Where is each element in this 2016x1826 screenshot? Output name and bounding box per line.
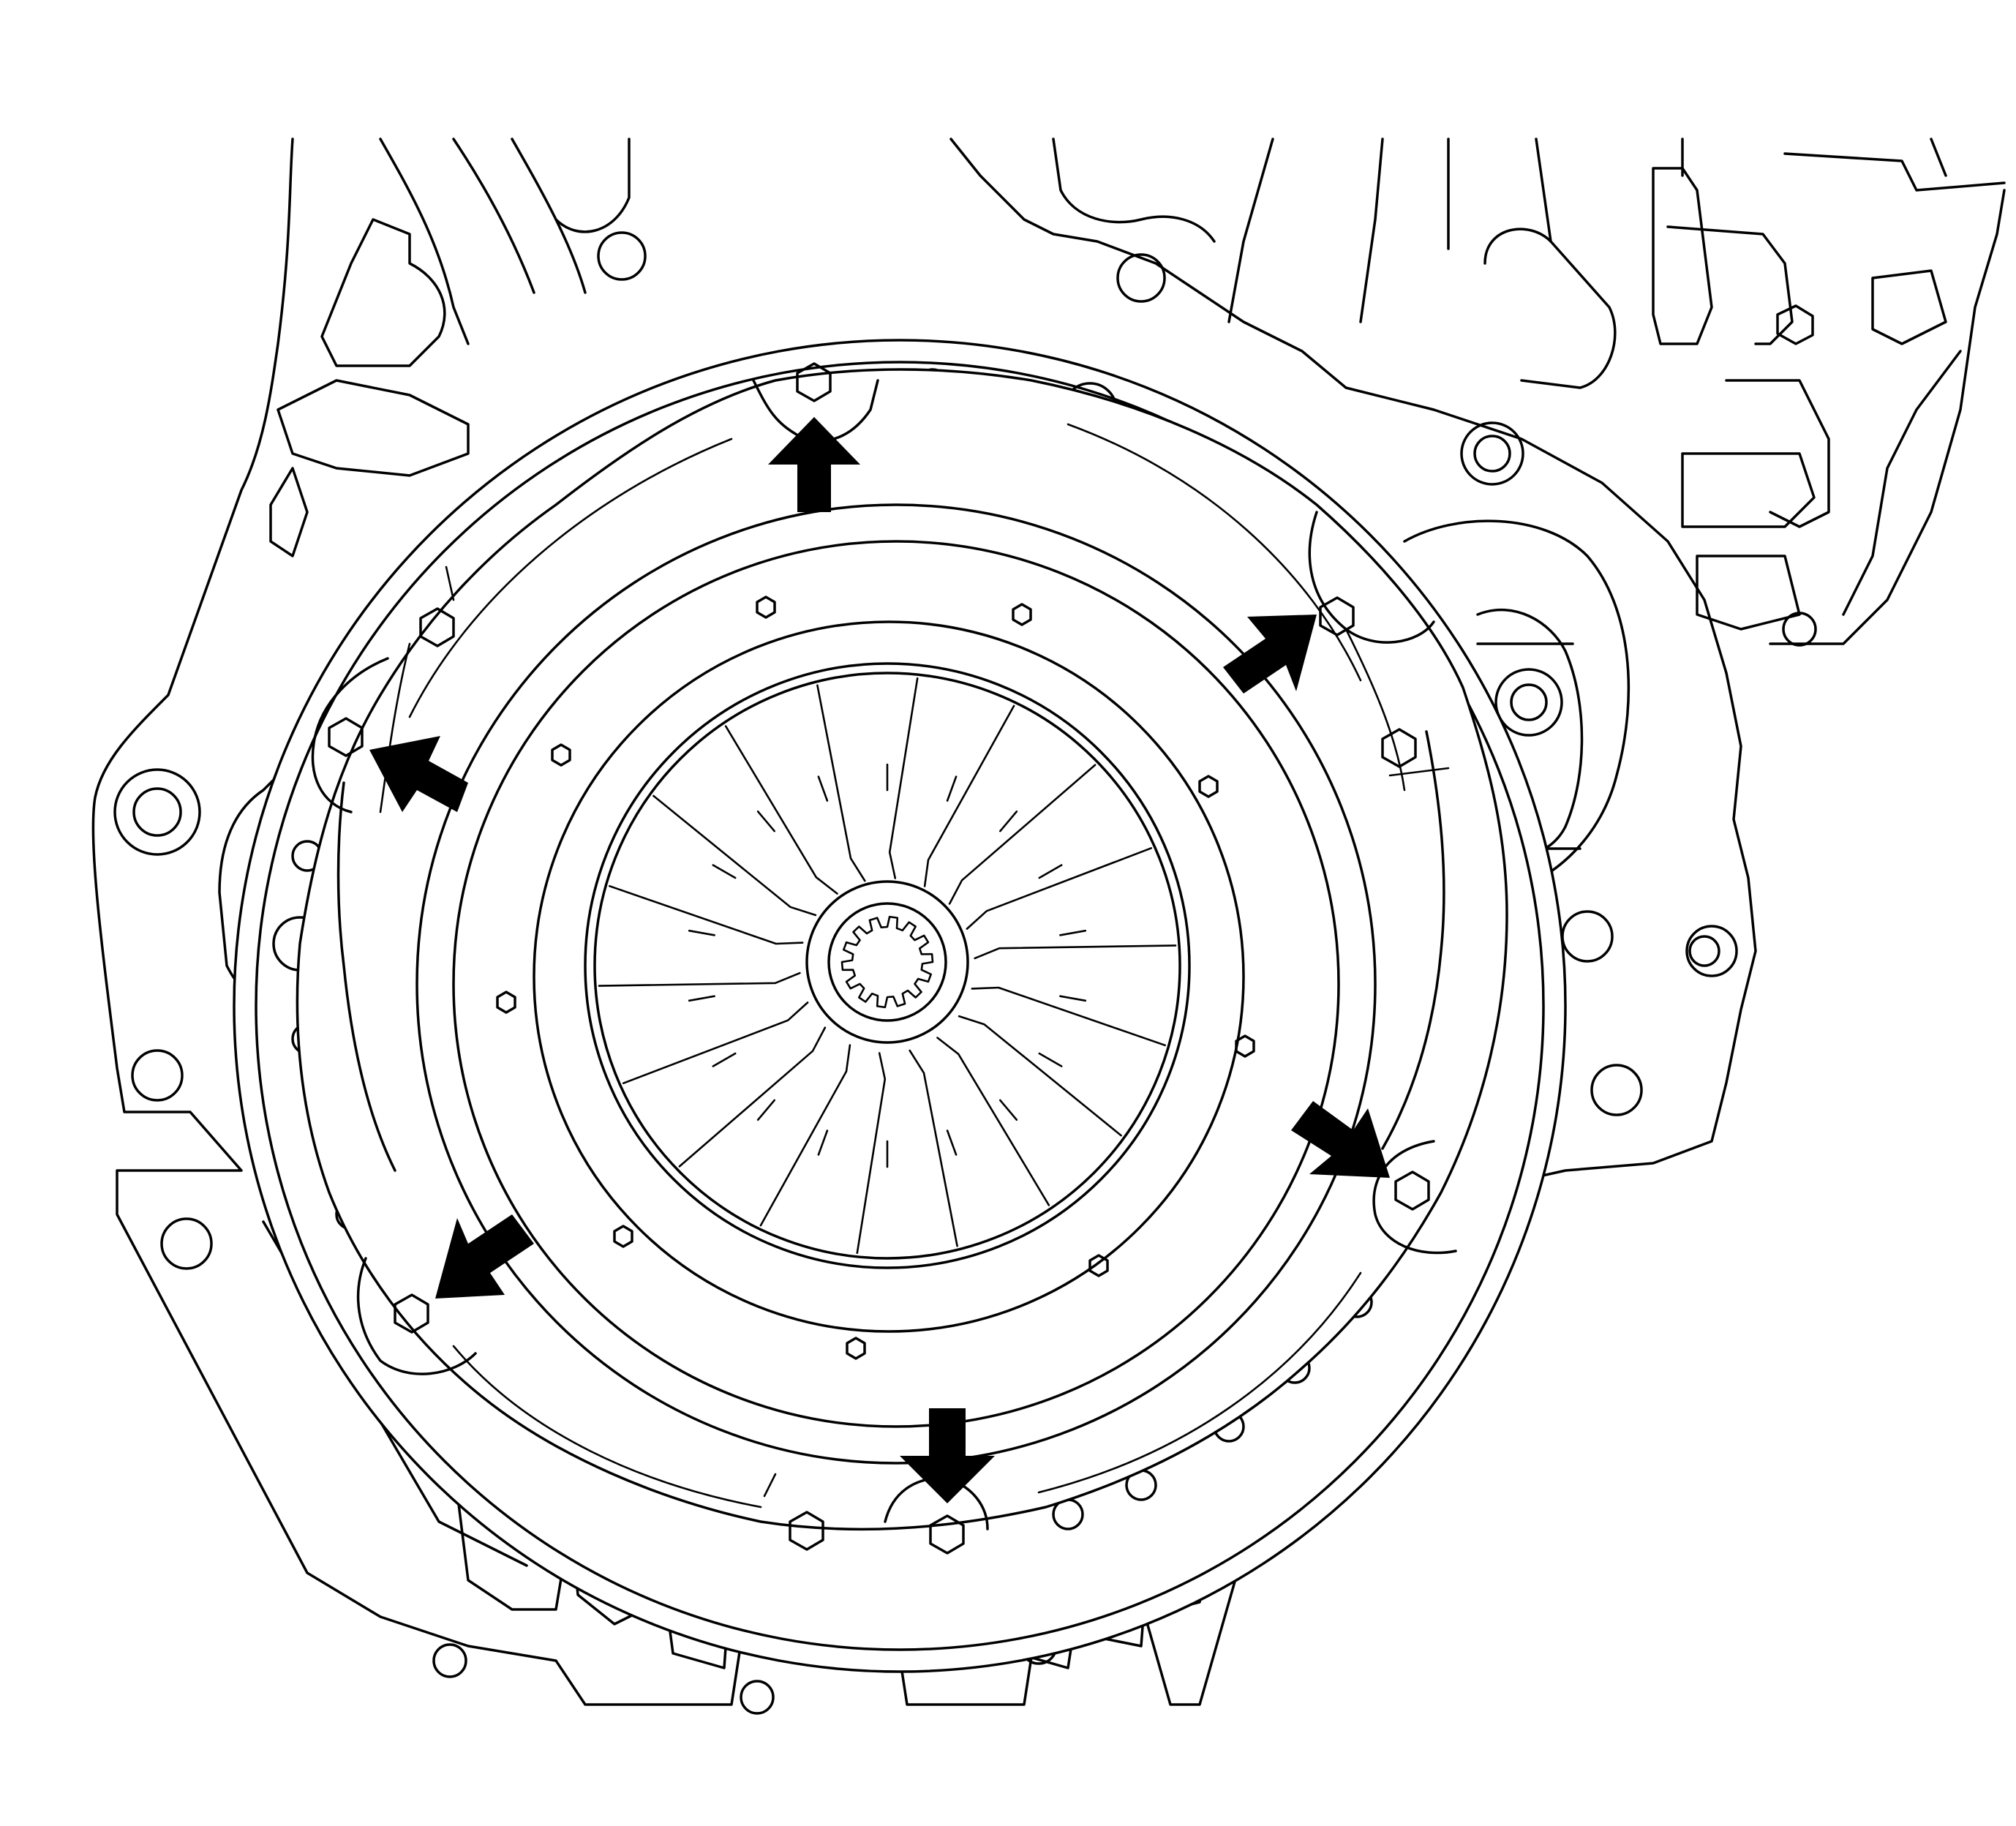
spring-finger [598,972,801,987]
spring-slot-tick [1038,1052,1063,1067]
spring-finger [888,677,919,879]
spring-finger [971,986,1166,1047]
spring-finger [923,705,1015,887]
pressure-plate-bolts [328,362,1430,1555]
spring-finger [622,1002,809,1084]
diaphragm-spring [584,662,1191,1269]
pressure-plate-body [415,503,1377,1465]
bolt-lower-left [394,1293,429,1334]
inner-ring-bolts [496,595,1255,1360]
bolt-left [328,717,364,757]
spring-finger [678,1026,827,1168]
spring-finger [974,944,1177,960]
bolt-lower-right [1394,1171,1430,1211]
spring-finger [759,1044,851,1227]
spring-finger [966,847,1153,930]
spring-finger [652,794,817,917]
spring-slot-tick [817,775,829,802]
arrow-lower-left-icon [435,1214,534,1299]
clutch-hub [805,880,969,1044]
spring-finger [724,725,838,895]
spring-finger [909,1049,958,1247]
bolt-upper-right [1319,596,1355,636]
spring-finger [948,764,1097,905]
spring-finger [608,884,804,945]
spring-slot-tick [946,1130,958,1156]
spring-slot-tick [1038,864,1063,879]
spring-slot-tick [999,811,1018,833]
arrow-upper-right-icon [1223,615,1317,694]
arrow-lower-right-icon [1291,1101,1390,1178]
spring-slot-tick [756,1099,775,1121]
spring-finger [856,1052,887,1255]
spring-slot-tick [756,811,775,833]
spring-finger [958,1015,1122,1137]
spring-slot-tick [946,775,958,802]
spring-slot-tick [688,929,715,936]
spring-finger [816,684,866,882]
spring-finger [936,1037,1050,1206]
arrow-bottom-icon [900,1408,995,1503]
arrow-top-icon [768,417,860,512]
spring-slot-tick [999,1099,1018,1121]
spring-slot-tick [817,1130,829,1156]
spring-slot-tick [1059,995,1087,1002]
arrow-left-icon [369,736,468,812]
spring-slot-tick [712,864,737,879]
bolt-top [796,362,832,402]
bolt-bottom [929,1514,965,1555]
spring-slot-tick [1059,929,1087,936]
callout-arrows [369,417,1390,1503]
spring-slot-tick [712,1052,737,1067]
spring-slot-tick [688,995,715,1002]
